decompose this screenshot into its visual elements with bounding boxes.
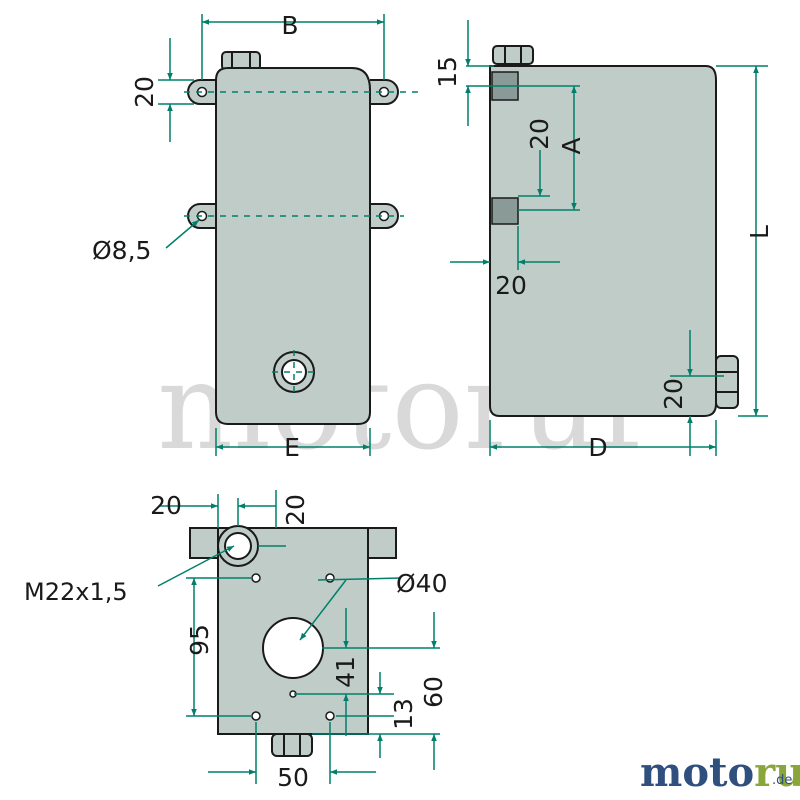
base-bore-40 [262, 617, 324, 679]
dim-label-thread: M22x1,5 [24, 578, 128, 606]
base-view: 20 20 M22x1,5 95 Ø40 41 60 13 50 [24, 490, 448, 792]
dim-label-l: L [745, 225, 774, 239]
base-flanges [189, 527, 397, 559]
side-filler-cap [492, 45, 534, 65]
base-threaded-port [217, 525, 259, 567]
dim-label-base-top-20: 20 [281, 494, 310, 526]
dim-label-bottom-20: 20 [659, 378, 688, 410]
dim-label-95: 95 [185, 624, 214, 656]
logo-text-ruf: ruf [754, 749, 800, 796]
base-dimension-lines [157, 490, 440, 784]
dim-label-block-width: 20 [495, 271, 527, 300]
dim-label-60: 60 [419, 676, 448, 708]
side-dimension-lines [450, 20, 768, 456]
side-tank-body [489, 65, 717, 417]
base-plug [271, 733, 313, 757]
front-tank-body [215, 67, 371, 425]
side-view: 15 20 A 20 L 20 D [433, 20, 774, 462]
dim-label-a: A [557, 137, 586, 154]
dim-label-13: 13 [389, 698, 418, 730]
front-center-lines [184, 91, 418, 394]
dim-label-b: B [281, 11, 298, 40]
svg-text:motoruf: motoruf [640, 749, 800, 796]
side-dimension-labels: 15 20 A 20 L 20 D [433, 56, 774, 462]
dim-label-e: E [284, 433, 300, 462]
dim-label-50: 50 [277, 763, 309, 792]
brand-logo: motoruf .de [640, 749, 800, 796]
dim-label-d: D [588, 433, 607, 462]
base-dimension-labels: 20 20 M22x1,5 95 Ø40 41 60 13 50 [24, 491, 448, 792]
dim-label-top-15: 15 [433, 56, 462, 88]
dim-label-41: 41 [331, 656, 360, 688]
dim-label-hole-diameter: Ø8,5 [92, 236, 151, 265]
dim-label-block-spacing: 20 [525, 118, 554, 150]
logo-text-moto: moto [640, 749, 754, 796]
logo-domain: .de [772, 773, 792, 788]
front-dimension-labels: B E 20 Ø8,5 [92, 11, 300, 462]
dim-label-bore-40: Ø40 [396, 569, 448, 598]
front-dimension-lines [158, 14, 385, 456]
front-view: B E 20 Ø8,5 [92, 11, 418, 462]
dim-label-base-left-20: 20 [150, 491, 182, 520]
dim-label-lug-pitch: 20 [130, 76, 159, 108]
side-drain-plug [715, 355, 739, 409]
